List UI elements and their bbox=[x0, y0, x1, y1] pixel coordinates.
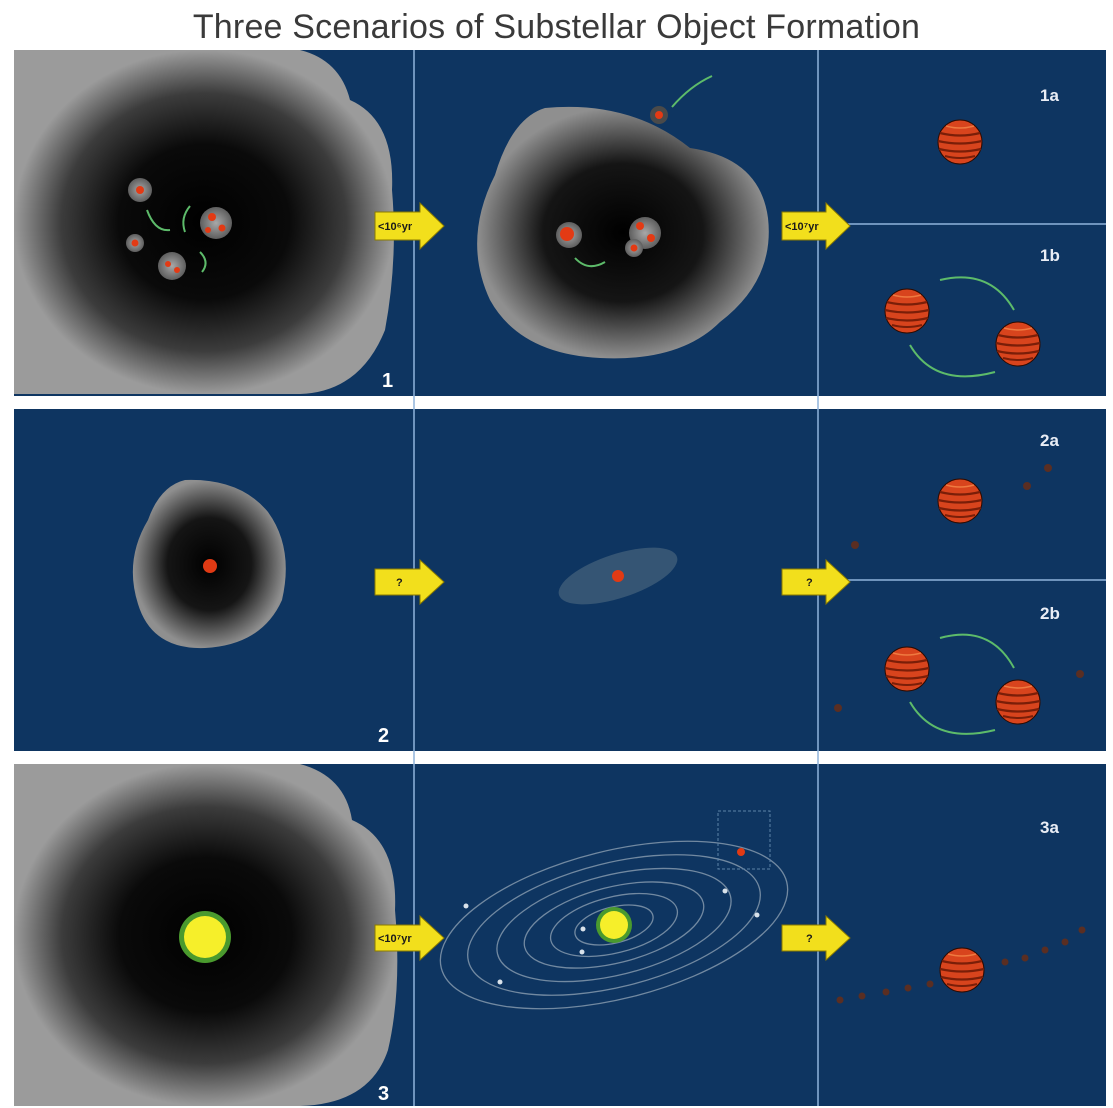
case-label-1b: 1b bbox=[1040, 246, 1060, 265]
orbit-arrows-2b bbox=[909, 633, 1015, 735]
arrow-1-1: <10⁶yr bbox=[374, 201, 445, 251]
case-label-1a: 1a bbox=[1040, 86, 1059, 105]
brown-dwarf-2b-left bbox=[883, 645, 931, 693]
brown-dwarf-1b-left bbox=[883, 287, 931, 335]
orbit-arrows-1b bbox=[909, 276, 1015, 378]
arrow-label-2-2: ? bbox=[806, 577, 813, 589]
brown-dwarf-3a bbox=[938, 946, 986, 994]
case-label-2b: 2b bbox=[1040, 604, 1060, 623]
ejection-trail-3 bbox=[836, 926, 1086, 1004]
fragment-clumps-1 bbox=[126, 178, 232, 280]
core-protostar-2 bbox=[203, 559, 217, 573]
brown-dwarf-2b-right bbox=[994, 678, 1042, 726]
diagram-title: Three Scenarios of Substellar Object For… bbox=[192, 8, 921, 46]
brown-dwarf-1b-right bbox=[994, 320, 1042, 368]
arrow-2-1: ? bbox=[374, 558, 445, 606]
arrow-label-3-2: ? bbox=[806, 933, 813, 945]
arrows: <10⁶yr <10⁷yr ? ? <10⁷yr ? bbox=[374, 201, 851, 962]
ejection-trail-2 bbox=[834, 464, 1084, 712]
case-label-3a: 3a bbox=[1040, 818, 1059, 837]
arrow-label-3-1: <10⁷yr bbox=[378, 933, 412, 945]
row-label-2: 2 bbox=[378, 725, 389, 747]
shrinking-cloud-1 bbox=[477, 106, 769, 359]
protostar-2 bbox=[612, 570, 624, 582]
planets-3 bbox=[463, 888, 760, 985]
fragment-clumps-1b bbox=[556, 75, 713, 268]
brown-dwarf-1a bbox=[936, 118, 984, 166]
arrow-label-1-1: <10⁶yr bbox=[378, 221, 413, 233]
row-label-1: 1 bbox=[382, 370, 393, 392]
arrow-2-2: ? bbox=[781, 558, 851, 606]
arrow-label-1-2: <10⁷yr bbox=[785, 221, 819, 233]
brown-dwarf-2a bbox=[936, 477, 984, 525]
arrow-1-2: <10⁷yr bbox=[781, 201, 851, 251]
case-label-2a: 2a bbox=[1040, 431, 1059, 450]
arrow-3-1: <10⁷yr bbox=[374, 914, 445, 962]
ejection-zone-3 bbox=[717, 810, 771, 870]
arrow-3-2: ? bbox=[781, 914, 851, 962]
arrow-label-2-1: ? bbox=[396, 577, 403, 589]
row-label-3: 3 bbox=[378, 1083, 389, 1105]
planetary-system-3 bbox=[439, 840, 789, 1010]
